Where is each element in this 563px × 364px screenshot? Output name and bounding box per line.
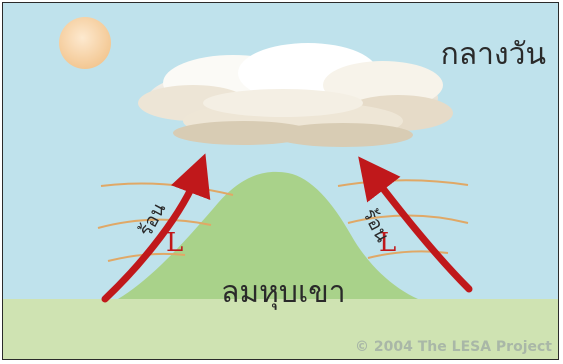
valley-wind-label: ลมหุบเขา: [221, 269, 346, 316]
copyright-text: © 2004 The LESA Project: [355, 339, 552, 355]
low-pressure-left: L: [166, 228, 183, 258]
diagram-frame: กลางวัน ลมหุบเขา L L ร้อน ร้อน © 2004 Th…: [2, 2, 559, 360]
diagram-title: กลางวัน: [441, 31, 546, 78]
sun-icon: [59, 17, 111, 69]
